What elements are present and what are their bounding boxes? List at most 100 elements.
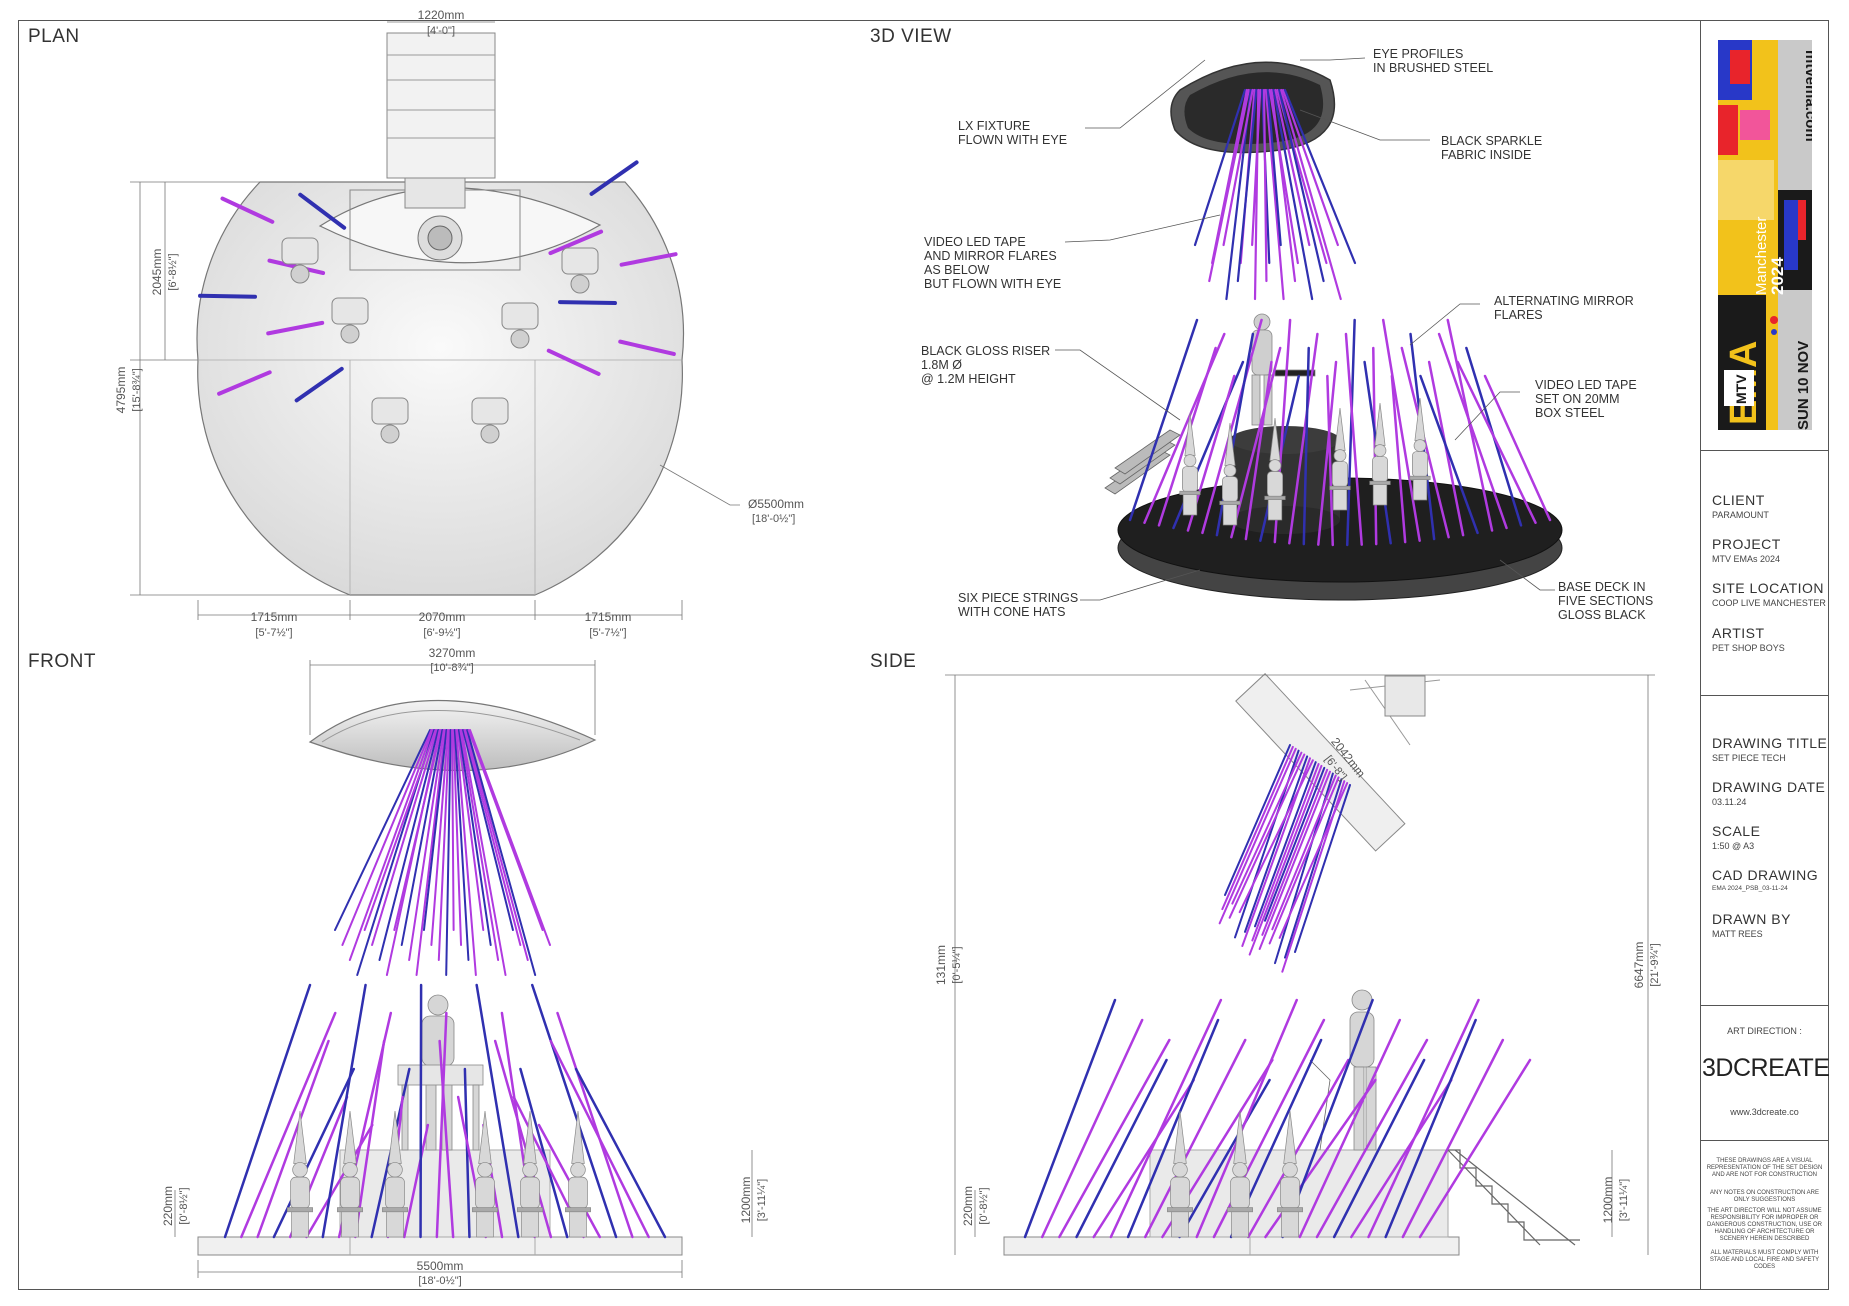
- tb-drawn-label: DRAWN BY: [1712, 911, 1791, 927]
- 3d-deck-flare: [1201, 318, 1263, 535]
- side-dim-deck-h: 220mm: [961, 1186, 975, 1226]
- front-deck-flare: [256, 1039, 330, 1239]
- plan-flare: [198, 293, 258, 299]
- front-flown-flare: [445, 729, 452, 976]
- front-flown-flare: [363, 729, 437, 931]
- side-dim-total-h-imp: [21'-9¾"]: [1649, 943, 1661, 986]
- plan-dim-diameter: Ø5500mm: [748, 497, 804, 511]
- drawing-art: 1220mm [4'-0"] 2045mm [6'-8½"] 4795mm [1…: [114, 8, 1661, 1287]
- front-view-title: FRONT: [28, 651, 96, 672]
- front-flown-flare: [466, 729, 537, 976]
- side-flown-flare: [1278, 782, 1349, 939]
- tb-client: PARAMOUNT: [1712, 510, 1769, 520]
- plan-dim-seg-mid: 2070mm: [419, 610, 466, 624]
- side-deck-flare: [1418, 1058, 1532, 1239]
- side-deck-flare: [1401, 1038, 1505, 1239]
- front-deck-flare: [419, 983, 423, 1239]
- front-flown-flare: [400, 729, 444, 946]
- side-flown-flare: [1221, 745, 1294, 911]
- plan-flare: [546, 348, 601, 376]
- 3d-flown-flare: [1280, 88, 1342, 301]
- front-deck-flare: [493, 1039, 553, 1239]
- front-flown-flares: [334, 729, 551, 976]
- side-flown-flare: [1251, 763, 1320, 942]
- plan-dim-eye-depth-imp: [6'-8½"]: [167, 253, 179, 290]
- front-dim-eye-width: 3270mm: [429, 646, 476, 660]
- mtv-logo: [1724, 370, 1754, 406]
- 3d-flown-flare: [1266, 88, 1282, 247]
- 3d-deck-flare: [1244, 360, 1273, 541]
- front-deck-flare: [403, 1123, 430, 1239]
- side-deck-flare: [1298, 1018, 1402, 1239]
- plan-steps: [386, 32, 496, 179]
- 3d-string-player: [1329, 407, 1351, 511]
- side-deck-flare: [1143, 1038, 1247, 1239]
- plan-base-disc: [196, 181, 685, 596]
- side-dim-total-h: 6647mm: [1632, 942, 1646, 989]
- side-flown-flare: [1264, 766, 1326, 922]
- side-deck-flares: [1023, 998, 1532, 1239]
- side-flown-flare: [1258, 770, 1331, 950]
- front-flown-flare: [408, 729, 445, 961]
- tb-date-label: DRAWING DATE: [1712, 779, 1826, 795]
- front-base-deck: [197, 1236, 683, 1256]
- plan-musician: [471, 397, 509, 444]
- side-string-player: [1277, 1110, 1303, 1238]
- 3d-string-player: [1264, 417, 1286, 521]
- side-flown-flares: [1218, 744, 1351, 973]
- front-flown-flare: [341, 729, 433, 946]
- front-flown-flare: [371, 729, 438, 946]
- 3d-deck-flare: [1317, 360, 1338, 546]
- 3d-string-player: [1369, 402, 1391, 506]
- front-flown-flare: [462, 729, 514, 931]
- tb-note-1: THESE DRAWINGS ARE A VISUAL REPRESENTATI…: [1706, 1158, 1823, 1178]
- plan-dim-seg-left: 1715mm: [251, 610, 298, 624]
- side-flown-flare: [1244, 755, 1309, 933]
- front-flown-flare: [463, 729, 522, 946]
- poster-city: Manchester: [1753, 217, 1770, 295]
- side-deck-flare: [1092, 1078, 1195, 1239]
- front-flown-flare: [459, 729, 500, 961]
- plan-dim-seg-left-imp: [5'-7½"]: [255, 627, 292, 639]
- side-deck-flare: [1350, 1078, 1453, 1239]
- tb-company-url: www.3dcreate.co: [1730, 1107, 1799, 1117]
- 3d-deck-flare: [1456, 360, 1537, 524]
- 3d-flown-flare: [1278, 88, 1325, 283]
- plan-musicians: [281, 237, 599, 444]
- plan-flare: [298, 192, 347, 230]
- front-deck-flare: [556, 1011, 634, 1239]
- 3d-deck-flare: [1419, 374, 1479, 535]
- plan-flare: [217, 370, 272, 396]
- side-deck-flare: [1040, 1018, 1144, 1239]
- front-flown-flare: [453, 729, 470, 961]
- tb-note-3: THE ART DIRECTOR WILL NOT ASSUME RESPONS…: [1706, 1208, 1822, 1242]
- side-flown-flare: [1254, 761, 1317, 928]
- side-deck-flare: [1178, 1078, 1271, 1239]
- plan-dim-total-depth: 4795mm: [114, 367, 128, 414]
- 3d-deck-flare: [1326, 374, 1335, 547]
- side-string-player: [1227, 1110, 1253, 1238]
- plan-dim-eye-depth: 2045mm: [150, 249, 164, 296]
- side-string-players: [1167, 1110, 1303, 1238]
- mtv-logo-text: MTV: [1733, 374, 1749, 404]
- plan-flare: [557, 300, 617, 306]
- plan-dim-total-depth-imp: [15'-8¾"]: [131, 368, 143, 411]
- tb-note-4: ALL MATERIALS MUST COMPLY WITH STAGE AND…: [1709, 1250, 1820, 1270]
- plan-eye: [318, 187, 602, 264]
- side-deck-flare: [1109, 998, 1223, 1239]
- plan-dim-top-width: 1220mm: [418, 8, 465, 22]
- 3d-callout-leaders: [1055, 57, 1555, 601]
- 3d-flown-flare: [1270, 88, 1297, 283]
- front-deck-flare: [574, 1067, 667, 1239]
- side-view-title: SIDE: [870, 651, 917, 672]
- 3d-flown-flare: [1236, 88, 1258, 283]
- side-eye: [1235, 673, 1441, 852]
- 3d-flown-flare: [1274, 88, 1311, 247]
